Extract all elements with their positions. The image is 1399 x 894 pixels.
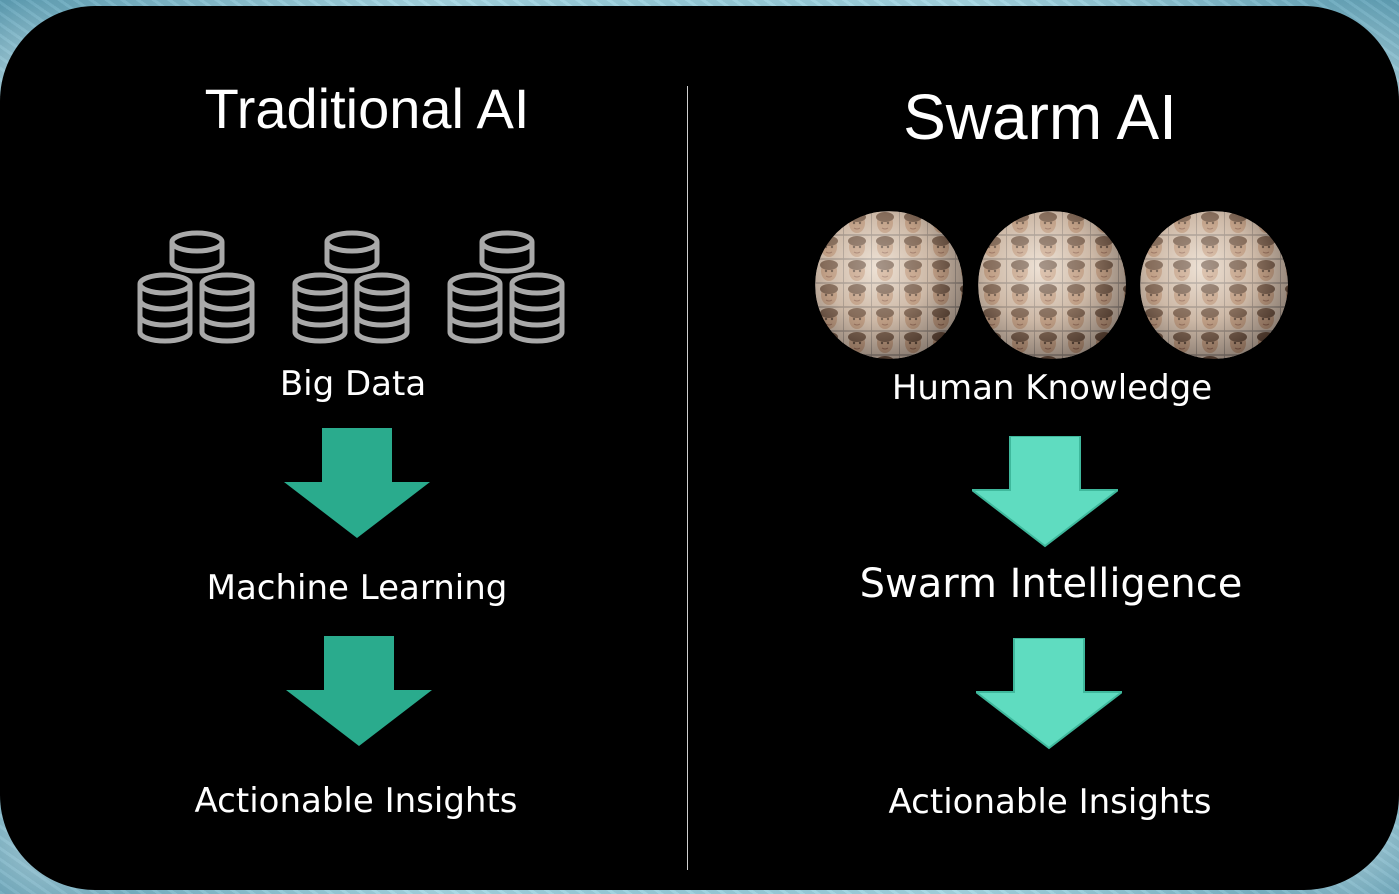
database-icon-3 [450,233,562,341]
face-sphere-icon [815,211,963,359]
down-arrow-icon [286,636,432,746]
down-arrow-icon [284,428,430,538]
database-stack-icons [130,214,570,354]
face-sphere-icon [978,211,1126,359]
machine-learning-label: Machine Learning [206,568,508,608]
database-icon-2 [295,233,407,341]
traditional-ai-title: Traditional AI [204,77,530,140]
database-icon-1 [140,233,252,341]
down-arrow-icon [976,638,1122,750]
actionable-insights-label-left: Actionable Insights [194,781,518,821]
column-divider [687,86,688,870]
face-sphere-icon [1140,211,1288,359]
big-data-label: Big Data [279,364,427,404]
database-icon-group [130,214,570,358]
actionable-insights-label-right: Actionable Insights [888,782,1212,822]
down-arrow-icon [972,436,1118,548]
swarm-ai-title: Swarm AI [903,81,1177,153]
comparison-panel: Traditional AI [0,6,1399,890]
swarm-intelligence-label: Swarm Intelligence [859,561,1243,607]
human-knowledge-label: Human Knowledge [891,368,1213,408]
